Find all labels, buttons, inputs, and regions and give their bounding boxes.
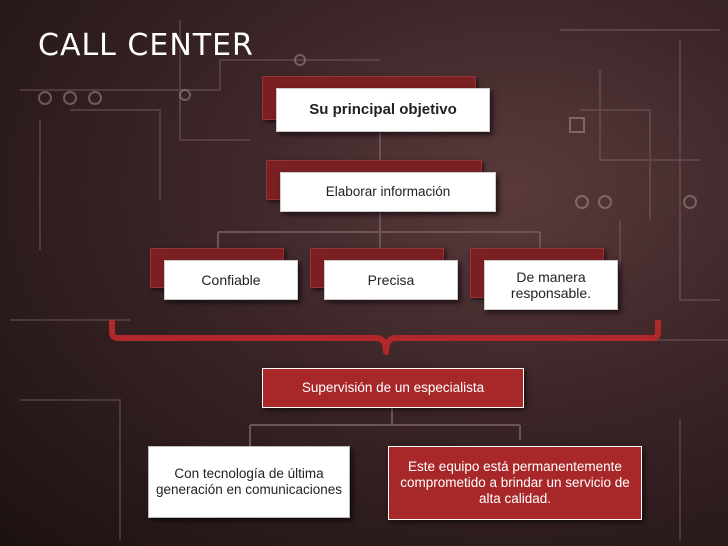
supervision-box: Supervisión de un especialista bbox=[262, 368, 524, 408]
quality-label: Precisa bbox=[324, 260, 458, 300]
objective-node: Su principal objetivo bbox=[262, 76, 490, 132]
quality-text: Precisa bbox=[367, 272, 415, 288]
quality-node-precise: Precisa bbox=[310, 248, 458, 300]
info-node: Elaborar información bbox=[266, 160, 496, 212]
supervision-label: Supervisión de un especialista bbox=[301, 380, 485, 395]
slide-title: CALL CENTER bbox=[38, 28, 254, 63]
quality-label: De manera responsable. bbox=[484, 260, 618, 310]
quality-node-reliable: Confiable bbox=[150, 248, 298, 300]
detail-label: Este equipo está permanentemente comprom… bbox=[389, 447, 641, 519]
info-text: Elaborar información bbox=[325, 184, 451, 199]
info-label: Elaborar información bbox=[280, 172, 496, 212]
objective-text: Su principal objetivo bbox=[309, 101, 457, 118]
detail-box-technology: Con tecnología de última generación en c… bbox=[148, 446, 350, 518]
detail-box-commitment: Este equipo está permanentemente comprom… bbox=[388, 446, 642, 520]
quality-text: De manera responsable. bbox=[510, 269, 592, 301]
detail-text: Este equipo está permanentemente comprom… bbox=[400, 459, 630, 506]
quality-label: Confiable bbox=[164, 260, 298, 300]
objective-label: Su principal objetivo bbox=[276, 88, 490, 132]
quality-text: Confiable bbox=[201, 272, 261, 288]
detail-text: Con tecnología de última generación en c… bbox=[155, 466, 343, 497]
quality-node-responsible: De manera responsable. bbox=[470, 248, 618, 310]
